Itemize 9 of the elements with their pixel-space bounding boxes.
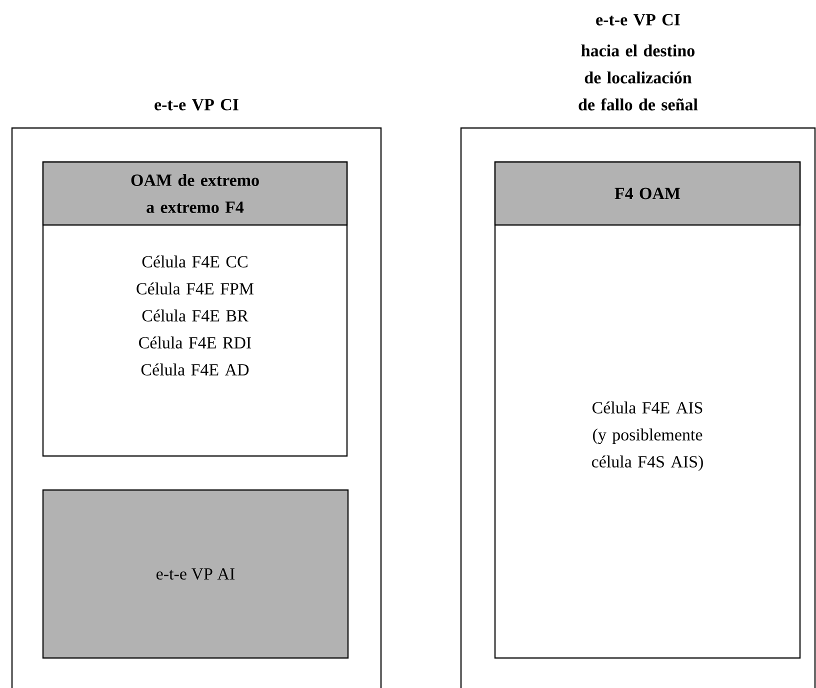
panel-frame bbox=[460, 127, 816, 688]
header-band: F4 OAM bbox=[494, 161, 801, 226]
shaded-box: e-t-e VP AI bbox=[42, 489, 349, 659]
body-text: Célula F4E AIS (y posiblemente célula F4S AIS) bbox=[592, 402, 703, 471]
heading: e-t-e VP CI hacia el destino de localización de fallo de señal bbox=[578, 14, 698, 110]
heading: e-t-e VP CI bbox=[154, 98, 238, 110]
header-band: OAM de extremo a extremo F4 bbox=[42, 161, 348, 226]
body-text: Célula F4E CC Célula F4E FPM Célula F4E BR Célula F4E RDI Célula F4E AD bbox=[136, 256, 254, 376]
panel-frame bbox=[11, 127, 382, 688]
